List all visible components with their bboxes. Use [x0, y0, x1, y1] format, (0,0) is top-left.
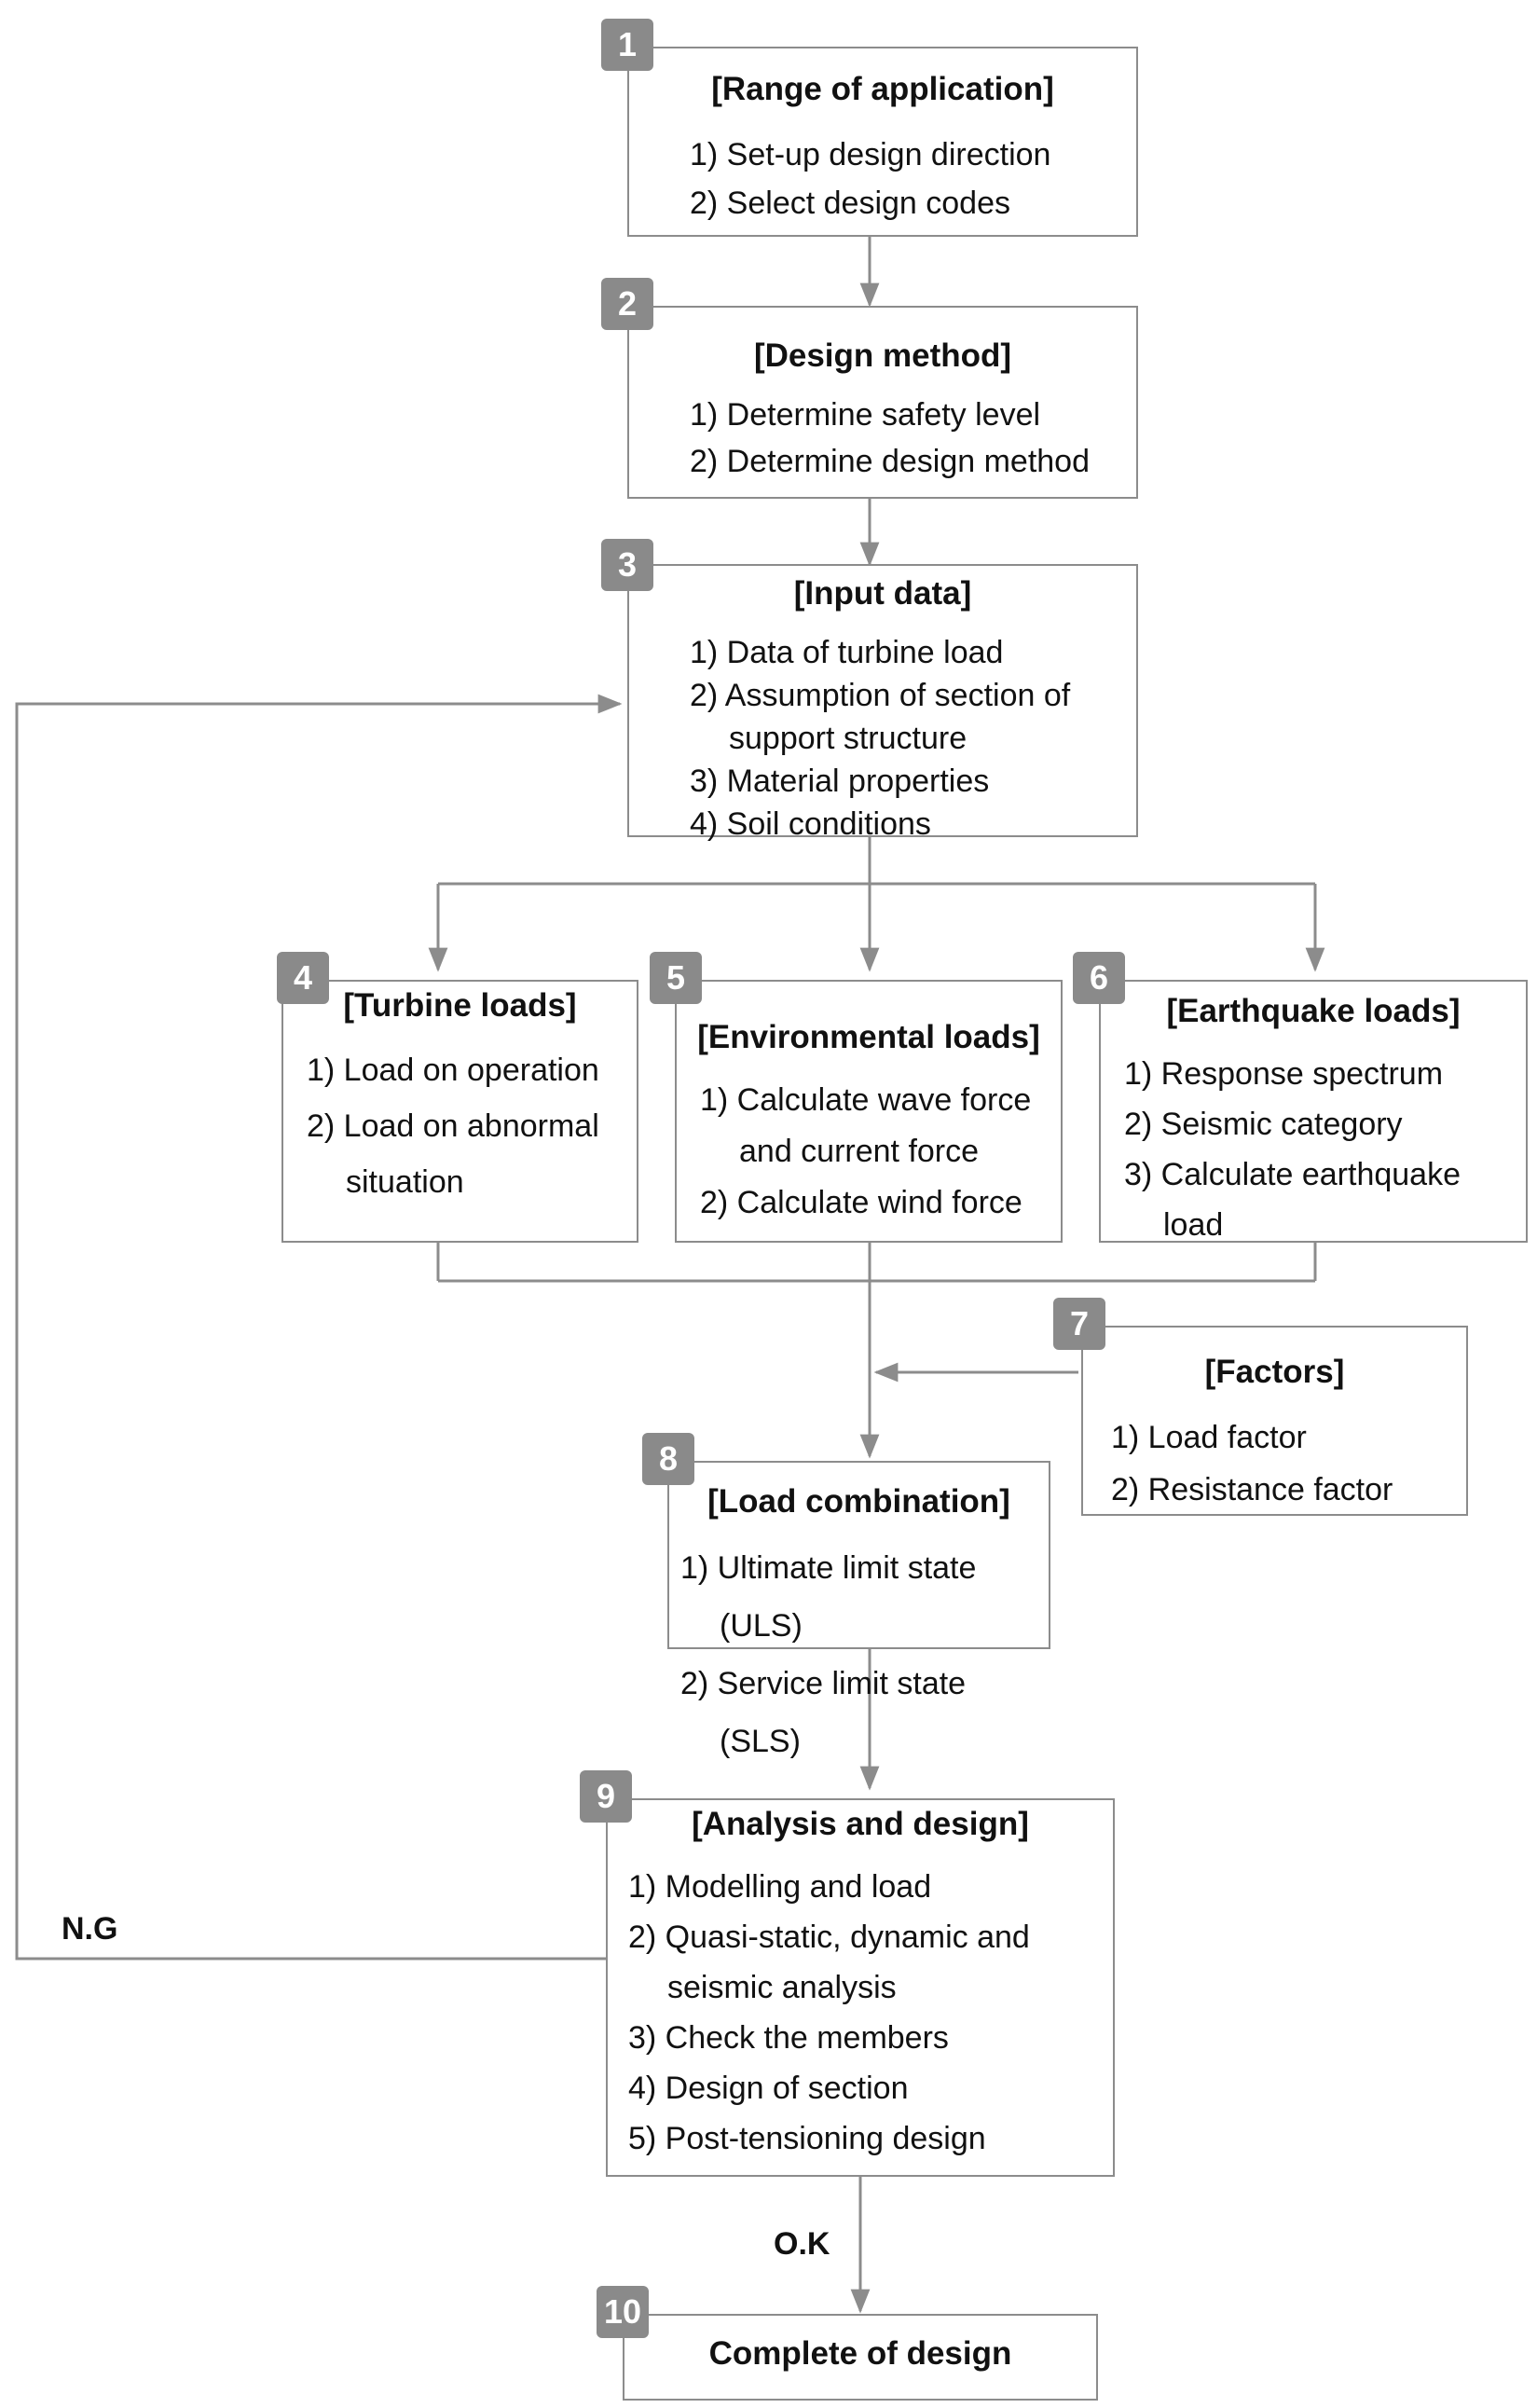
step-title: [Factors]	[1204, 1354, 1345, 1390]
step-items: 1) Load on operation 2) Load on abnormal …	[307, 1042, 633, 1210]
step-turbine-loads-box: [Turbine loads] 1) Load on operation 2) Lo…	[281, 980, 638, 1243]
step-item: 2) Calculate wind force	[700, 1185, 1022, 1220]
step-item: 2) Determine design method	[690, 444, 1091, 479]
step-item: 1) Load on operation	[307, 1053, 599, 1088]
step-item: 4) Design of section	[628, 2071, 909, 2106]
step-title: Complete of design	[708, 2335, 1012, 2372]
step-title: [Turbine loads]	[343, 987, 577, 1024]
step-item: 2) Quasi-static, dynamic and seismic ana…	[628, 1920, 1030, 2005]
step-item: 1) Calculate wave force and current forc…	[700, 1082, 1032, 1169]
step-title: [Analysis and design]	[692, 1806, 1029, 1842]
step-number-badge: 5	[650, 952, 702, 1004]
step-title: [Input data]	[793, 575, 972, 612]
step-item: 4) Soil conditions	[690, 806, 931, 842]
step-title: [Range of application]	[711, 71, 1054, 107]
feedback-ng-line	[15, 694, 623, 1961]
step-items: 1) Determine safety level 2) Determine de…	[690, 392, 1137, 485]
step-design-method-box: [Design method] 1) Determine safety level…	[627, 306, 1138, 499]
step-environmental-loads-box: [Environmental loads] 1) Calculate wave f…	[675, 980, 1063, 1243]
step-number-badge: 3	[601, 539, 653, 591]
step-items: 1) Data of turbine load 2) Assumption of …	[690, 631, 1128, 846]
step-input-data-box: [Input data] 1) Data of turbine load 2) As…	[627, 564, 1138, 842]
step-load-combination-box: [Load combination] 1) Ultimate limit stat…	[667, 1461, 1050, 1759]
step-number-badge: 8	[642, 1433, 694, 1485]
step-item: 2) Service limit state (SLS)	[680, 1666, 967, 1759]
step-complete-of-design-box: Complete of design	[623, 2314, 1098, 2401]
step-number-badge: 9	[580, 1770, 632, 1823]
step-items: 1) Set-up design direction 2) Select desi…	[690, 131, 1137, 227]
step-number-badge: 4	[277, 952, 329, 1004]
step-item: 2) Seismic category	[1124, 1107, 1403, 1142]
step-range-of-application-box: [Range of application] 1) Set-up design d…	[627, 47, 1138, 237]
step-items: 1) Calculate wave force and current forc…	[700, 1075, 1054, 1229]
ng-label: N.G	[62, 1911, 118, 1947]
step-title: [Load combination]	[707, 1483, 1010, 1520]
step-title: [Environmental loads]	[697, 1019, 1040, 1055]
step-item: 2) Select design codes	[690, 186, 1010, 221]
step-items: 1) Modelling and load 2) Quasi-static, dy…	[628, 1862, 1094, 2164]
step-item: 1) Response spectrum	[1124, 1056, 1444, 1092]
step-item: 2) Resistance factor	[1111, 1472, 1393, 1507]
step-number-badge: 7	[1053, 1298, 1105, 1350]
step-number-badge: 1	[601, 19, 653, 71]
step-items: 1) Load factor 2) Resistance factor	[1111, 1411, 1465, 1516]
step-item: 1) Modelling and load	[628, 1869, 932, 1905]
step-earthquake-loads-box: [Earthquake loads] 1) Response spectrum 2)…	[1099, 980, 1528, 1243]
step-item: 3) Calculate earthquake load	[1124, 1157, 1462, 1243]
step-number-badge: 10	[597, 2286, 649, 2338]
ok-label: O.K	[774, 2226, 830, 2262]
step-item: 2) Load on abnormal situation	[307, 1108, 599, 1200]
step-item: 1) Data of turbine load	[690, 635, 1004, 670]
step-items: 1) Ultimate limit state (ULS) 2) Service …	[680, 1539, 1049, 1770]
step-title: [Design method]	[753, 337, 1012, 374]
step-items: 1) Response spectrum 2) Seismic category 3…	[1124, 1049, 1506, 1250]
step-title: [Earthquake loads]	[1166, 993, 1461, 1029]
step-number-badge: 2	[601, 278, 653, 330]
step-item: 1) Set-up design direction	[690, 137, 1051, 172]
step-item: 2) Assumption of section of support stru…	[690, 678, 1071, 756]
step-item: 3) Material properties	[690, 764, 990, 799]
step-item: 1) Ultimate limit state (ULS)	[680, 1550, 977, 1644]
step-factors-box: [Factors] 1) Load factor 2) Resistance fac…	[1081, 1326, 1468, 1516]
step-number-badge: 6	[1073, 952, 1125, 1004]
step-item: 3) Check the members	[628, 2020, 949, 2056]
step-analysis-and-design-box: [Analysis and design] 1) Modelling and lo…	[606, 1798, 1115, 2177]
step-item: 5) Post-tensioning design	[628, 2121, 986, 2156]
step-item: 1) Load factor	[1111, 1420, 1307, 1455]
step-item: 1) Determine safety level	[690, 397, 1041, 433]
